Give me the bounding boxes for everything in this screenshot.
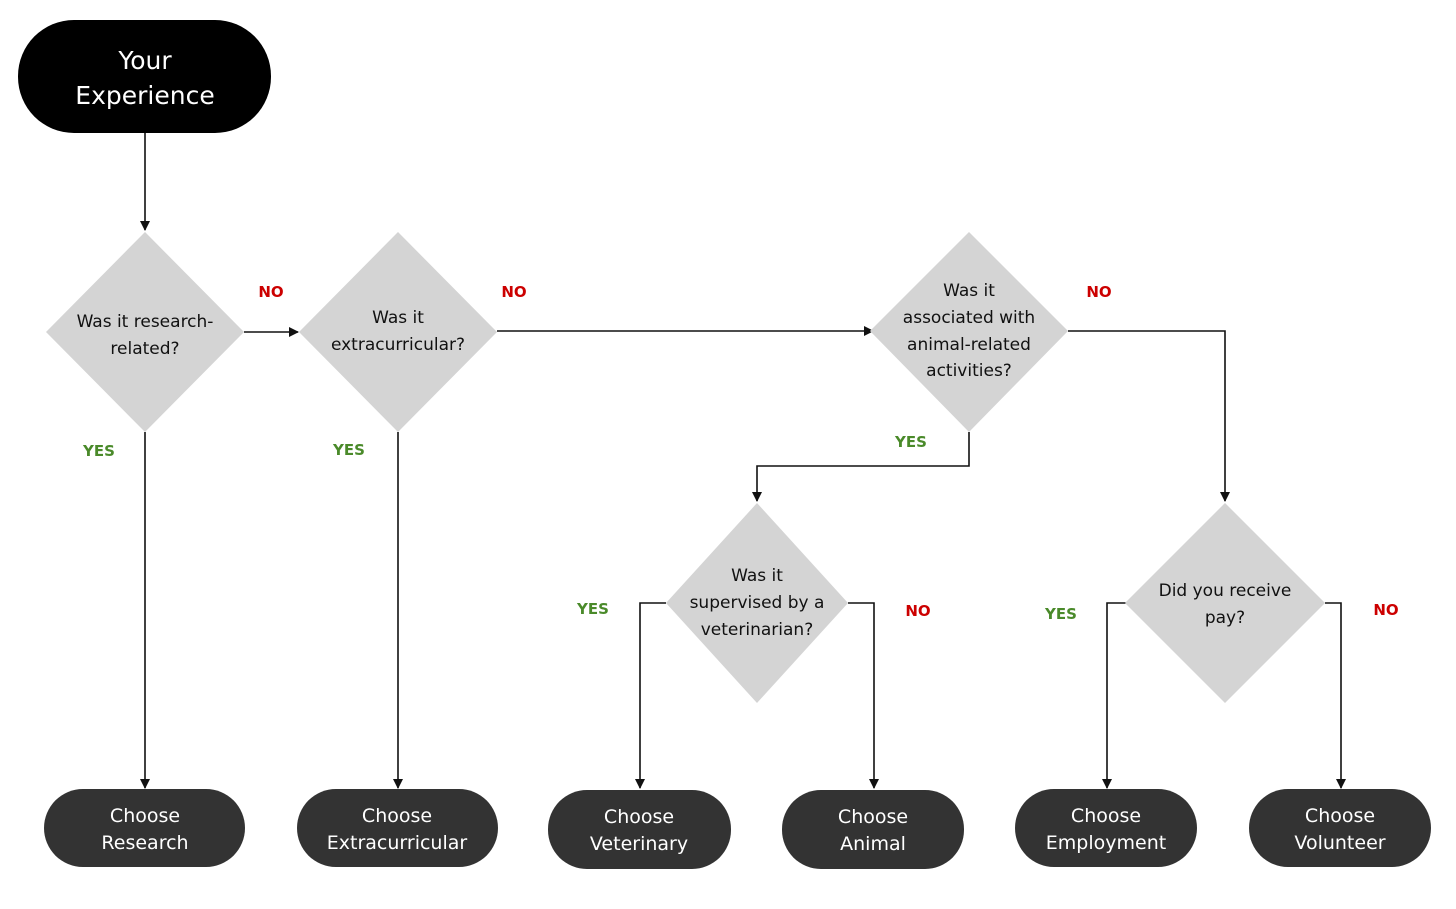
start-label-line-2: Experience <box>75 81 214 110</box>
outcome-animal-shape <box>782 790 964 869</box>
decision-research-line-2: related? <box>110 339 179 359</box>
decision-animal-line-4: activities? <box>926 361 1012 381</box>
decision-extracurricular-line-1: Was it <box>372 308 424 328</box>
outcome-animal: Choose Animal <box>782 790 964 869</box>
outcome-employment-shape <box>1015 789 1197 867</box>
decision-animal-line-2: associated with <box>903 308 1035 328</box>
decision-veterinarian: Was it supervised by a veterinarian? <box>666 503 848 703</box>
decision-research-shape <box>46 232 244 432</box>
edge-animal-yes <box>752 432 970 502</box>
decision-research: Was it research- related? <box>46 232 244 432</box>
label-no-veterinarian: NO <box>905 602 930 620</box>
decision-veterinarian-shape <box>666 503 848 703</box>
start-shape <box>18 20 271 133</box>
start-label-line-1: Your <box>117 46 172 75</box>
decision-veterinarian-line-2: supervised by a <box>690 593 825 613</box>
outcome-research-line-2: Research <box>101 832 188 854</box>
decision-extracurricular-shape <box>299 232 497 432</box>
connectors <box>140 133 1346 789</box>
decision-veterinarian-line-3: veterinarian? <box>701 620 813 640</box>
outcome-research-shape <box>44 789 245 867</box>
outcome-veterinary-line-1: Choose <box>604 806 674 828</box>
label-no-animal: NO <box>1086 283 1111 301</box>
edge-pay-yes <box>1102 602 1126 789</box>
edge-pay-no <box>1325 602 1346 789</box>
decision-research-line-1: Was it research- <box>77 312 214 332</box>
outcome-volunteer-line-1: Choose <box>1305 805 1375 827</box>
decision-animal: Was it associated with animal-related ac… <box>870 232 1068 432</box>
label-yes-extracurricular: YES <box>332 441 365 459</box>
outcome-volunteer-line-2: Volunteer <box>1294 832 1385 854</box>
label-yes-research: YES <box>82 442 115 460</box>
outcome-research-line-1: Choose <box>110 805 180 827</box>
decision-animal-shape <box>870 232 1068 432</box>
decision-animal-line-1: Was it <box>943 281 995 301</box>
outcome-extracurricular-line-1: Choose <box>362 805 432 827</box>
outcome-volunteer: Choose Volunteer <box>1249 789 1431 867</box>
outcome-employment-line-2: Employment <box>1046 832 1166 854</box>
outcome-employment-line-1: Choose <box>1071 805 1141 827</box>
decision-pay-line-2: pay? <box>1205 608 1245 628</box>
label-no-research: NO <box>258 283 283 301</box>
outcome-veterinary: Choose Veterinary <box>548 790 731 869</box>
outcome-extracurricular-line-2: Extracurricular <box>327 832 468 854</box>
label-no-pay: NO <box>1373 601 1398 619</box>
label-yes-pay: YES <box>1044 605 1077 623</box>
decision-pay: Did you receive pay? <box>1125 503 1325 703</box>
edge-vet-no <box>848 602 879 789</box>
decision-animal-line-3: animal-related <box>907 335 1031 355</box>
outcome-extracurricular: Choose Extracurricular <box>297 789 498 867</box>
edge-labels: NO YES NO YES NO YES YES NO YES NO <box>82 283 1399 623</box>
start-node: Your Experience <box>18 20 271 133</box>
decision-extracurricular: Was it extracurricular? <box>299 232 497 432</box>
outcome-veterinary-shape <box>548 790 731 869</box>
edge-animal-no <box>1068 330 1230 502</box>
outcome-volunteer-shape <box>1249 789 1431 867</box>
edge-vet-yes <box>635 602 666 789</box>
decision-extracurricular-line-2: extracurricular? <box>331 335 465 355</box>
label-yes-veterinarian: YES <box>576 600 609 618</box>
outcome-veterinary-line-2: Veterinary <box>590 833 688 855</box>
label-yes-animal: YES <box>894 433 927 451</box>
outcome-animal-line-1: Choose <box>838 806 908 828</box>
decision-pay-line-1: Did you receive <box>1159 581 1292 601</box>
decision-pay-shape <box>1125 503 1325 703</box>
outcome-extracurricular-shape <box>297 789 498 867</box>
outcome-employment: Choose Employment <box>1015 789 1197 867</box>
outcome-animal-line-2: Animal <box>840 833 906 855</box>
decision-veterinarian-line-1: Was it <box>731 566 783 586</box>
label-no-extracurricular: NO <box>501 283 526 301</box>
outcome-research: Choose Research <box>44 789 245 867</box>
